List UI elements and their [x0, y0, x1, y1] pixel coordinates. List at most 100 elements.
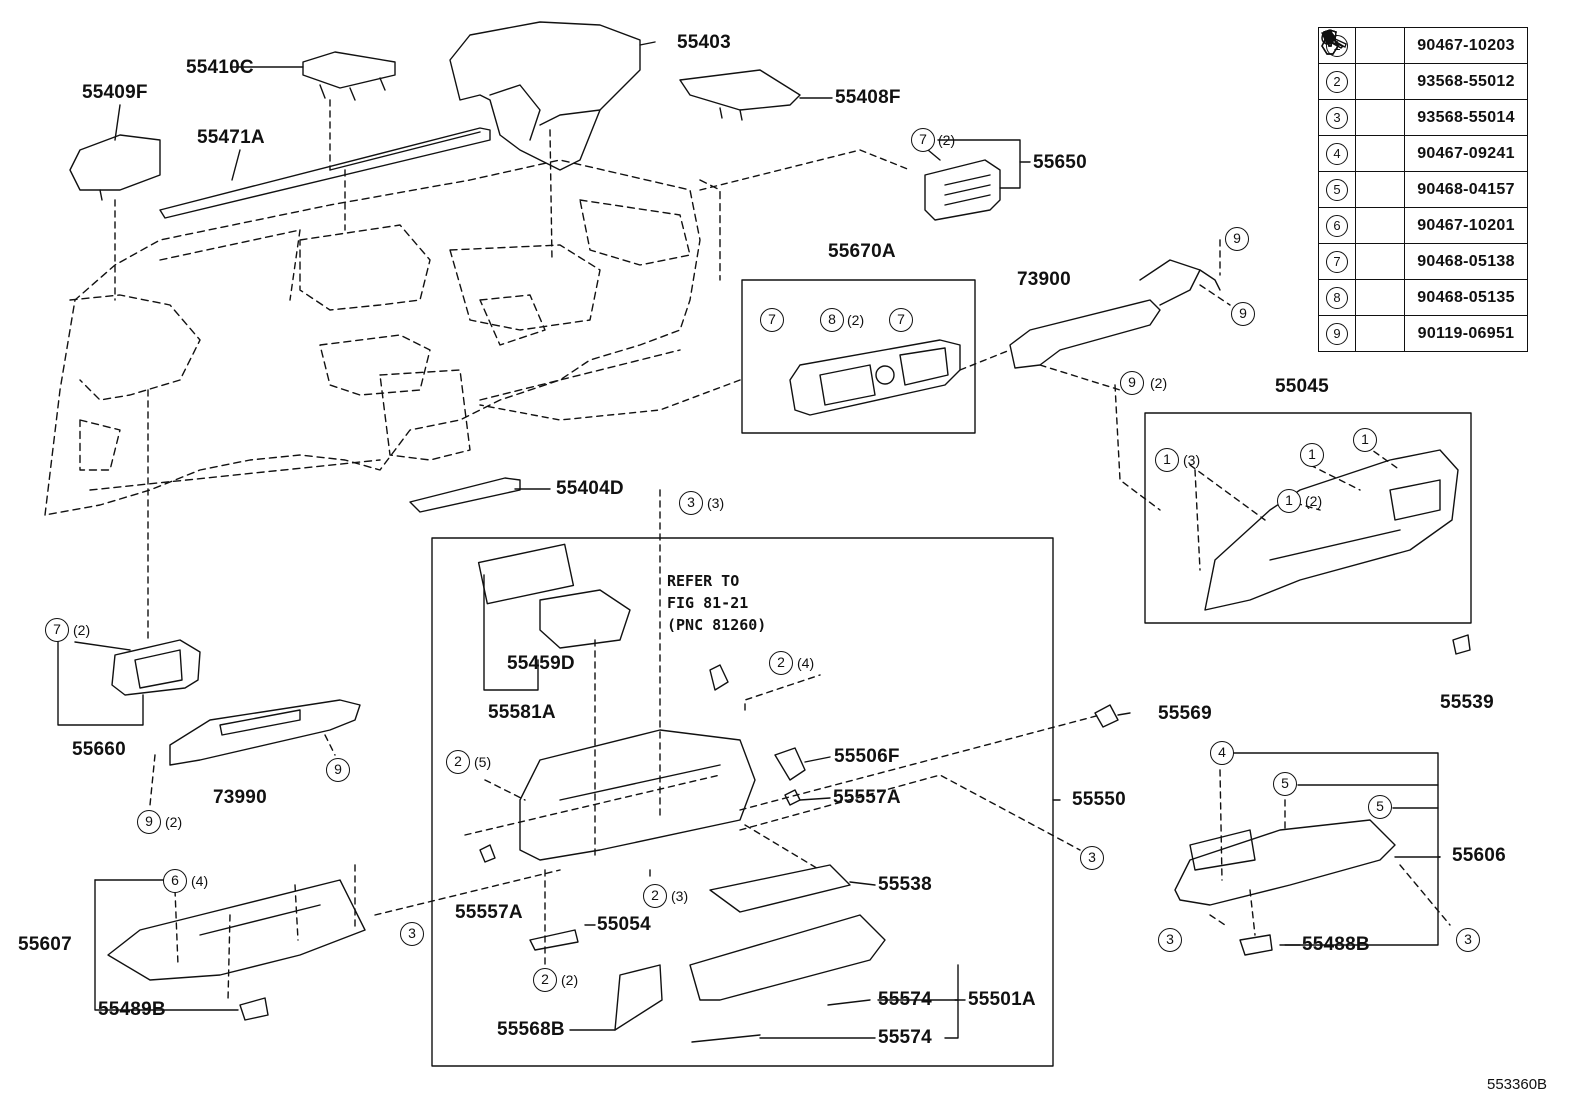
label-55045: 55045 [1275, 376, 1329, 397]
callout-1: 1 [1300, 443, 1324, 467]
label-55506F: 55506F [834, 746, 900, 767]
label-55569: 55569 [1158, 703, 1212, 724]
label-55557A-lower: 55557A [455, 902, 523, 923]
label-55607: 55607 [18, 934, 72, 955]
legend-num: 7 [1318, 243, 1356, 280]
label-55410C: 55410C [186, 57, 254, 78]
legend-part-number: 90467-10201 [1404, 207, 1528, 244]
box-55550 [431, 537, 1054, 1067]
legend-num: 8 [1318, 279, 1356, 316]
legend-part-number: 90468-05138 [1404, 243, 1528, 280]
label-55670A: 55670A [828, 241, 896, 262]
box-55045 [1144, 412, 1472, 624]
legend-part-number: 90468-05135 [1404, 279, 1528, 316]
label-55650: 55650 [1033, 152, 1087, 173]
dashed-leaders [114, 99, 1451, 1001]
legend-part-number: 93568-55012 [1404, 63, 1528, 100]
label-55568B: 55568B [497, 1019, 565, 1040]
label-55550: 55550 [1072, 789, 1126, 810]
center-vent-55670A [789, 339, 961, 416]
callout-6: 6 [163, 869, 187, 893]
callout-3: 3 [1080, 846, 1104, 870]
legend-part-number: 93568-55014 [1404, 99, 1528, 136]
callout-5: 5 [1368, 795, 1392, 819]
label-55606: 55606 [1452, 845, 1506, 866]
label-55557A: 55557A [833, 787, 901, 808]
clip-icon [1320, 28, 1405, 316]
part-55489B [239, 997, 269, 1021]
label-55488B: 55488B [1302, 934, 1370, 955]
bolt-icon [1320, 29, 1405, 352]
instrument-panel-outline [44, 159, 721, 516]
part-55569 [1094, 704, 1119, 728]
label-55660: 55660 [72, 739, 126, 760]
callout-qty: (2) [73, 622, 91, 638]
panel-55606 [1174, 819, 1396, 956]
label-55501A: 55501A [968, 989, 1036, 1010]
callout-qty: (2) [561, 972, 579, 988]
clip-icon [1320, 27, 1405, 64]
label-55489B: 55489B [98, 999, 166, 1020]
legend-num: 4 [1318, 135, 1356, 172]
legend-part-number: 90467-09241 [1404, 135, 1528, 172]
bracket-55607 [94, 879, 239, 1011]
legend-part-number: 90468-04157 [1404, 171, 1528, 208]
screw-icon [1320, 30, 1405, 100]
label-55471A: 55471A [197, 127, 265, 148]
callout-qty: (3) [707, 495, 725, 511]
callout-7: 7 [45, 618, 69, 642]
legend-row: 4 90467-09241 [1318, 28, 1528, 172]
refer-note-line2: FIG 81-21 [667, 594, 749, 612]
callout-1: 1 [1277, 489, 1301, 513]
refer-note-line1: REFER TO [667, 572, 740, 590]
label-55054: 55054 [597, 914, 651, 935]
callout-leaders [114, 41, 1441, 1039]
leader-55660 [74, 641, 131, 651]
label-55459D: 55459D [507, 653, 575, 674]
bracket-55501A [944, 964, 959, 1039]
label-73990: 73990 [213, 787, 267, 808]
upper-parts [69, 21, 801, 219]
switch-panel-73990 [169, 699, 361, 766]
callout-qty: (2) [938, 132, 956, 148]
callout-3: 3 [400, 922, 424, 946]
lower-panel-55045 [1204, 449, 1459, 611]
callout-9: 9 [1120, 371, 1144, 395]
callout-4: 4 [1210, 741, 1234, 765]
callout-3: 3 [1158, 928, 1182, 952]
callout-qty: (4) [191, 873, 209, 889]
bracket-4 [1229, 752, 1439, 946]
clip-icon [1320, 28, 1405, 280]
callout-9: 9 [1231, 302, 1255, 326]
callout-2: 2 [446, 750, 470, 774]
label-55408F: 55408F [835, 87, 901, 108]
label-55403: 55403 [677, 32, 731, 53]
bracket-55581A [483, 574, 539, 691]
callout-qty: (2) [165, 814, 183, 830]
legend-num: 5 [1318, 171, 1356, 208]
box-55670A [741, 279, 976, 434]
legend-part-number: 90119-06951 [1404, 315, 1528, 352]
callout-5: 5 [1273, 772, 1297, 796]
part-55539 [1452, 634, 1471, 655]
callout-7: 7 [889, 308, 913, 332]
figure-id: 553360B [1487, 1076, 1548, 1093]
callout-qty: (3) [671, 888, 689, 904]
panel-55607 [107, 879, 366, 981]
clip-icon [1320, 28, 1405, 208]
label-55409F: 55409F [82, 82, 148, 103]
vent-55650 [921, 144, 1001, 221]
callout-9: 9 [137, 810, 161, 834]
bracket-73900 [1009, 259, 1221, 369]
callout-7: 7 [911, 128, 935, 152]
clip-icon [1320, 28, 1405, 244]
screw-icon [1320, 30, 1405, 136]
label-55539: 55539 [1440, 692, 1494, 713]
